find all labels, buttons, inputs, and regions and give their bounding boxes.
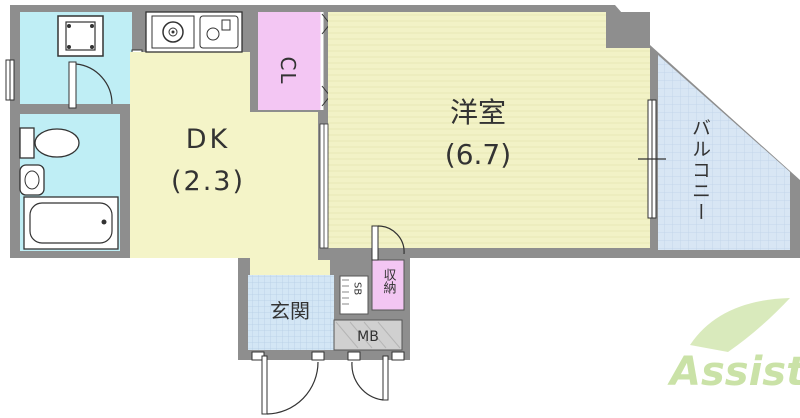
small-window-icon xyxy=(5,59,15,101)
western-room-corner xyxy=(606,12,650,48)
closet-label: CL xyxy=(276,56,300,85)
meter-box xyxy=(333,319,403,351)
balcony-window-icon xyxy=(638,99,666,219)
meter-box-hatch xyxy=(335,321,401,349)
storage-door-icon xyxy=(371,225,405,261)
meter-box-label: MB xyxy=(357,329,379,345)
balcony-label: バルコニー xyxy=(689,118,711,223)
storage-area xyxy=(371,259,405,311)
assist-logo: Assist xyxy=(667,298,800,395)
shoe-box xyxy=(339,275,369,315)
shoe-box-label: SB xyxy=(352,282,363,295)
storage-label: 収納 xyxy=(381,268,397,295)
washroom-door-icon xyxy=(68,61,113,109)
kitchen-counter-icon xyxy=(145,11,243,53)
shoe-box-shelf-icon xyxy=(342,279,349,305)
entrance-door-icon xyxy=(251,351,325,415)
assist-logo-text: Assist xyxy=(667,349,800,395)
balcony-floor xyxy=(658,55,790,250)
western-room-name: 洋室 xyxy=(450,96,506,129)
entrance-label: 玄関 xyxy=(270,299,310,323)
meter-box-door-icon xyxy=(347,351,405,401)
dk-name: DK xyxy=(186,124,231,155)
room-sliding-door-icon xyxy=(319,123,329,249)
dk-floor xyxy=(130,52,330,275)
closet-area xyxy=(258,12,322,110)
western-room-floor xyxy=(328,12,650,248)
western-room-size: (6.7) xyxy=(445,138,511,171)
washbasin-icon xyxy=(19,164,45,196)
dk-size: (2.3) xyxy=(171,166,245,197)
entrance-floor xyxy=(248,275,334,350)
toilet-icon xyxy=(19,127,80,159)
bathtub-icon xyxy=(23,196,119,250)
washing-machine-icon xyxy=(57,15,104,57)
